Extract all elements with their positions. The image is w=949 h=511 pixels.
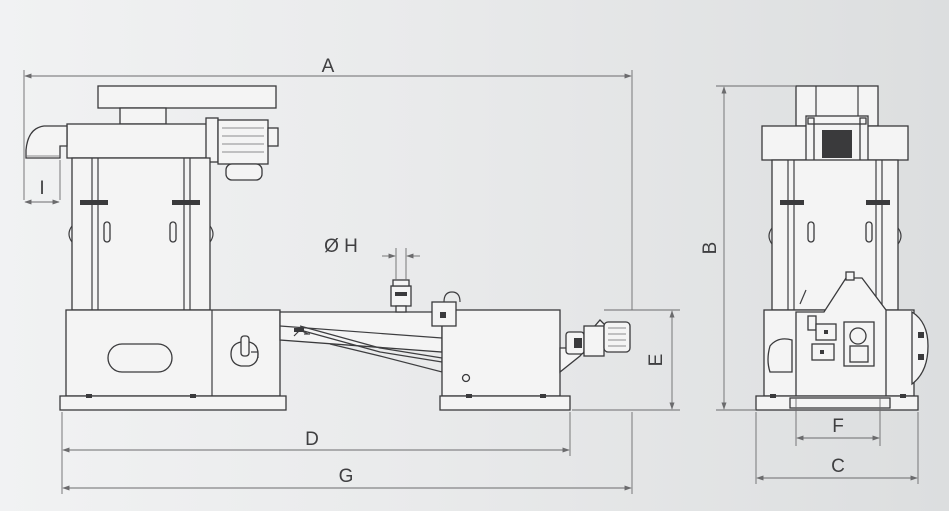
label-i: I [39, 178, 44, 199]
label-f: F [832, 416, 844, 437]
label-b: B [700, 242, 721, 255]
sieve-column [71, 157, 211, 311]
base-box-right [441, 309, 561, 397]
dimension-labels: A I Ø H E D G B F C [39, 56, 845, 487]
label-d: D [305, 429, 319, 450]
base-plate-right [439, 395, 571, 411]
drive-motor [603, 321, 631, 353]
label-c: C [831, 456, 845, 477]
front-view [755, 85, 929, 411]
inlet-elbow [25, 125, 68, 159]
side-view [25, 85, 631, 411]
base-plate-left [59, 395, 287, 411]
label-e: E [646, 354, 667, 367]
label-a: A [322, 56, 335, 77]
label-h: Ø H [324, 236, 358, 257]
dimension-lines [23, 70, 919, 494]
top-motor [217, 119, 269, 165]
label-g: G [339, 466, 354, 487]
